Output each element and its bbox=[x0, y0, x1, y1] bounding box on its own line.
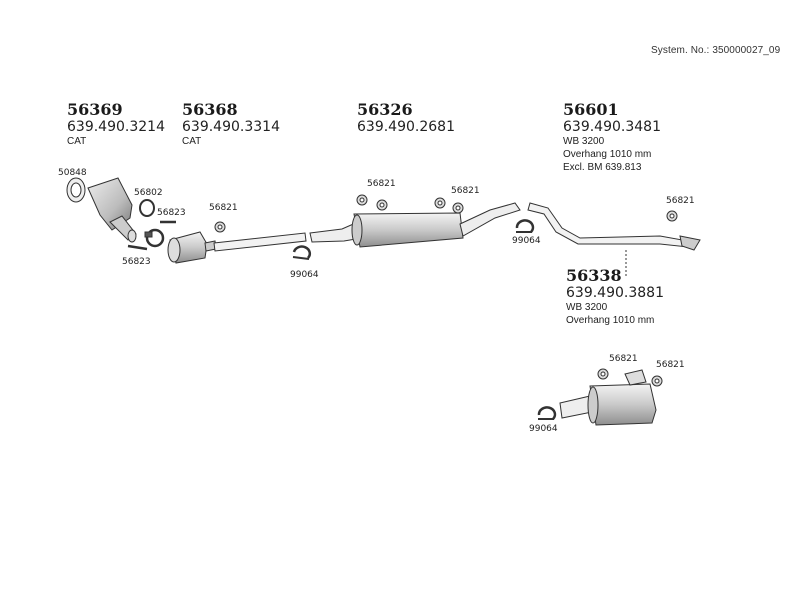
middle-muffler-56326 bbox=[309, 194, 521, 248]
part-block-56338: 56338 639.490.3881 WB 3200 Overhang 1010… bbox=[566, 266, 664, 327]
callout-label: 56821 bbox=[209, 203, 238, 213]
part-block-56326: 56326 639.490.2681 bbox=[357, 100, 455, 135]
part-note: WB 3200 bbox=[566, 302, 608, 313]
callout-label: 99064 bbox=[512, 236, 541, 246]
callout-label: 56821 bbox=[666, 196, 695, 206]
gasket-50848 bbox=[66, 177, 86, 203]
rear-muffler-56338 bbox=[559, 368, 663, 426]
callout-label: 99064 bbox=[290, 270, 319, 280]
catalytic-converter-56368 bbox=[167, 231, 217, 264]
reference-number: 639.490.2681 bbox=[357, 119, 455, 135]
part-note: CAT bbox=[182, 136, 202, 147]
clamp-56823 bbox=[144, 228, 165, 248]
rear-pipe-56601 bbox=[527, 202, 701, 251]
reference-number: 639.490.3214 bbox=[67, 119, 165, 135]
callout-label: 56821 bbox=[609, 354, 638, 364]
part-note: Overhang 1010 mm bbox=[563, 149, 652, 160]
part-note: CAT bbox=[67, 136, 87, 147]
callout-label: 50848 bbox=[58, 168, 87, 178]
callout-label: 56802 bbox=[134, 188, 163, 198]
callout-label: 99064 bbox=[529, 424, 558, 434]
reference-number: 639.490.3481 bbox=[563, 119, 661, 135]
part-note: WB 3200 bbox=[563, 136, 605, 147]
clamp-99064-c bbox=[537, 406, 557, 420]
bolt-56823-lower bbox=[127, 244, 148, 251]
system-number: System. No.: 350000027_09 bbox=[651, 45, 781, 56]
reference-number: 639.490.3881 bbox=[566, 285, 664, 301]
part-block-56369: 56369 639.490.3214 CAT bbox=[67, 100, 165, 148]
clamp-99064-b bbox=[515, 219, 535, 233]
callout-label: 56821 bbox=[656, 360, 685, 370]
callout-label: 56821 bbox=[367, 179, 396, 189]
part-block-56368: 56368 639.490.3314 CAT bbox=[182, 100, 280, 148]
part-note: Excl. BM 639.813 bbox=[563, 162, 642, 173]
part-number: 56601 bbox=[563, 100, 619, 119]
part-note: Overhang 1010 mm bbox=[566, 315, 655, 326]
part-number: 56338 bbox=[566, 266, 622, 285]
part-block-56601: 56601 639.490.3481 WB 3200 Overhang 1010… bbox=[563, 100, 661, 174]
part-number: 56368 bbox=[182, 100, 238, 119]
callout-label: 56823 bbox=[122, 257, 151, 267]
callout-label: 56823 bbox=[157, 208, 186, 218]
catalytic-converter-56369 bbox=[87, 177, 137, 243]
seal-ring-56802 bbox=[139, 199, 155, 217]
front-pipe bbox=[213, 221, 307, 252]
part-number: 56369 bbox=[67, 100, 123, 119]
clamp-99064-a bbox=[292, 245, 311, 260]
reference-number: 639.490.3314 bbox=[182, 119, 280, 135]
callout-label: 56821 bbox=[451, 186, 480, 196]
part-number: 56326 bbox=[357, 100, 413, 119]
